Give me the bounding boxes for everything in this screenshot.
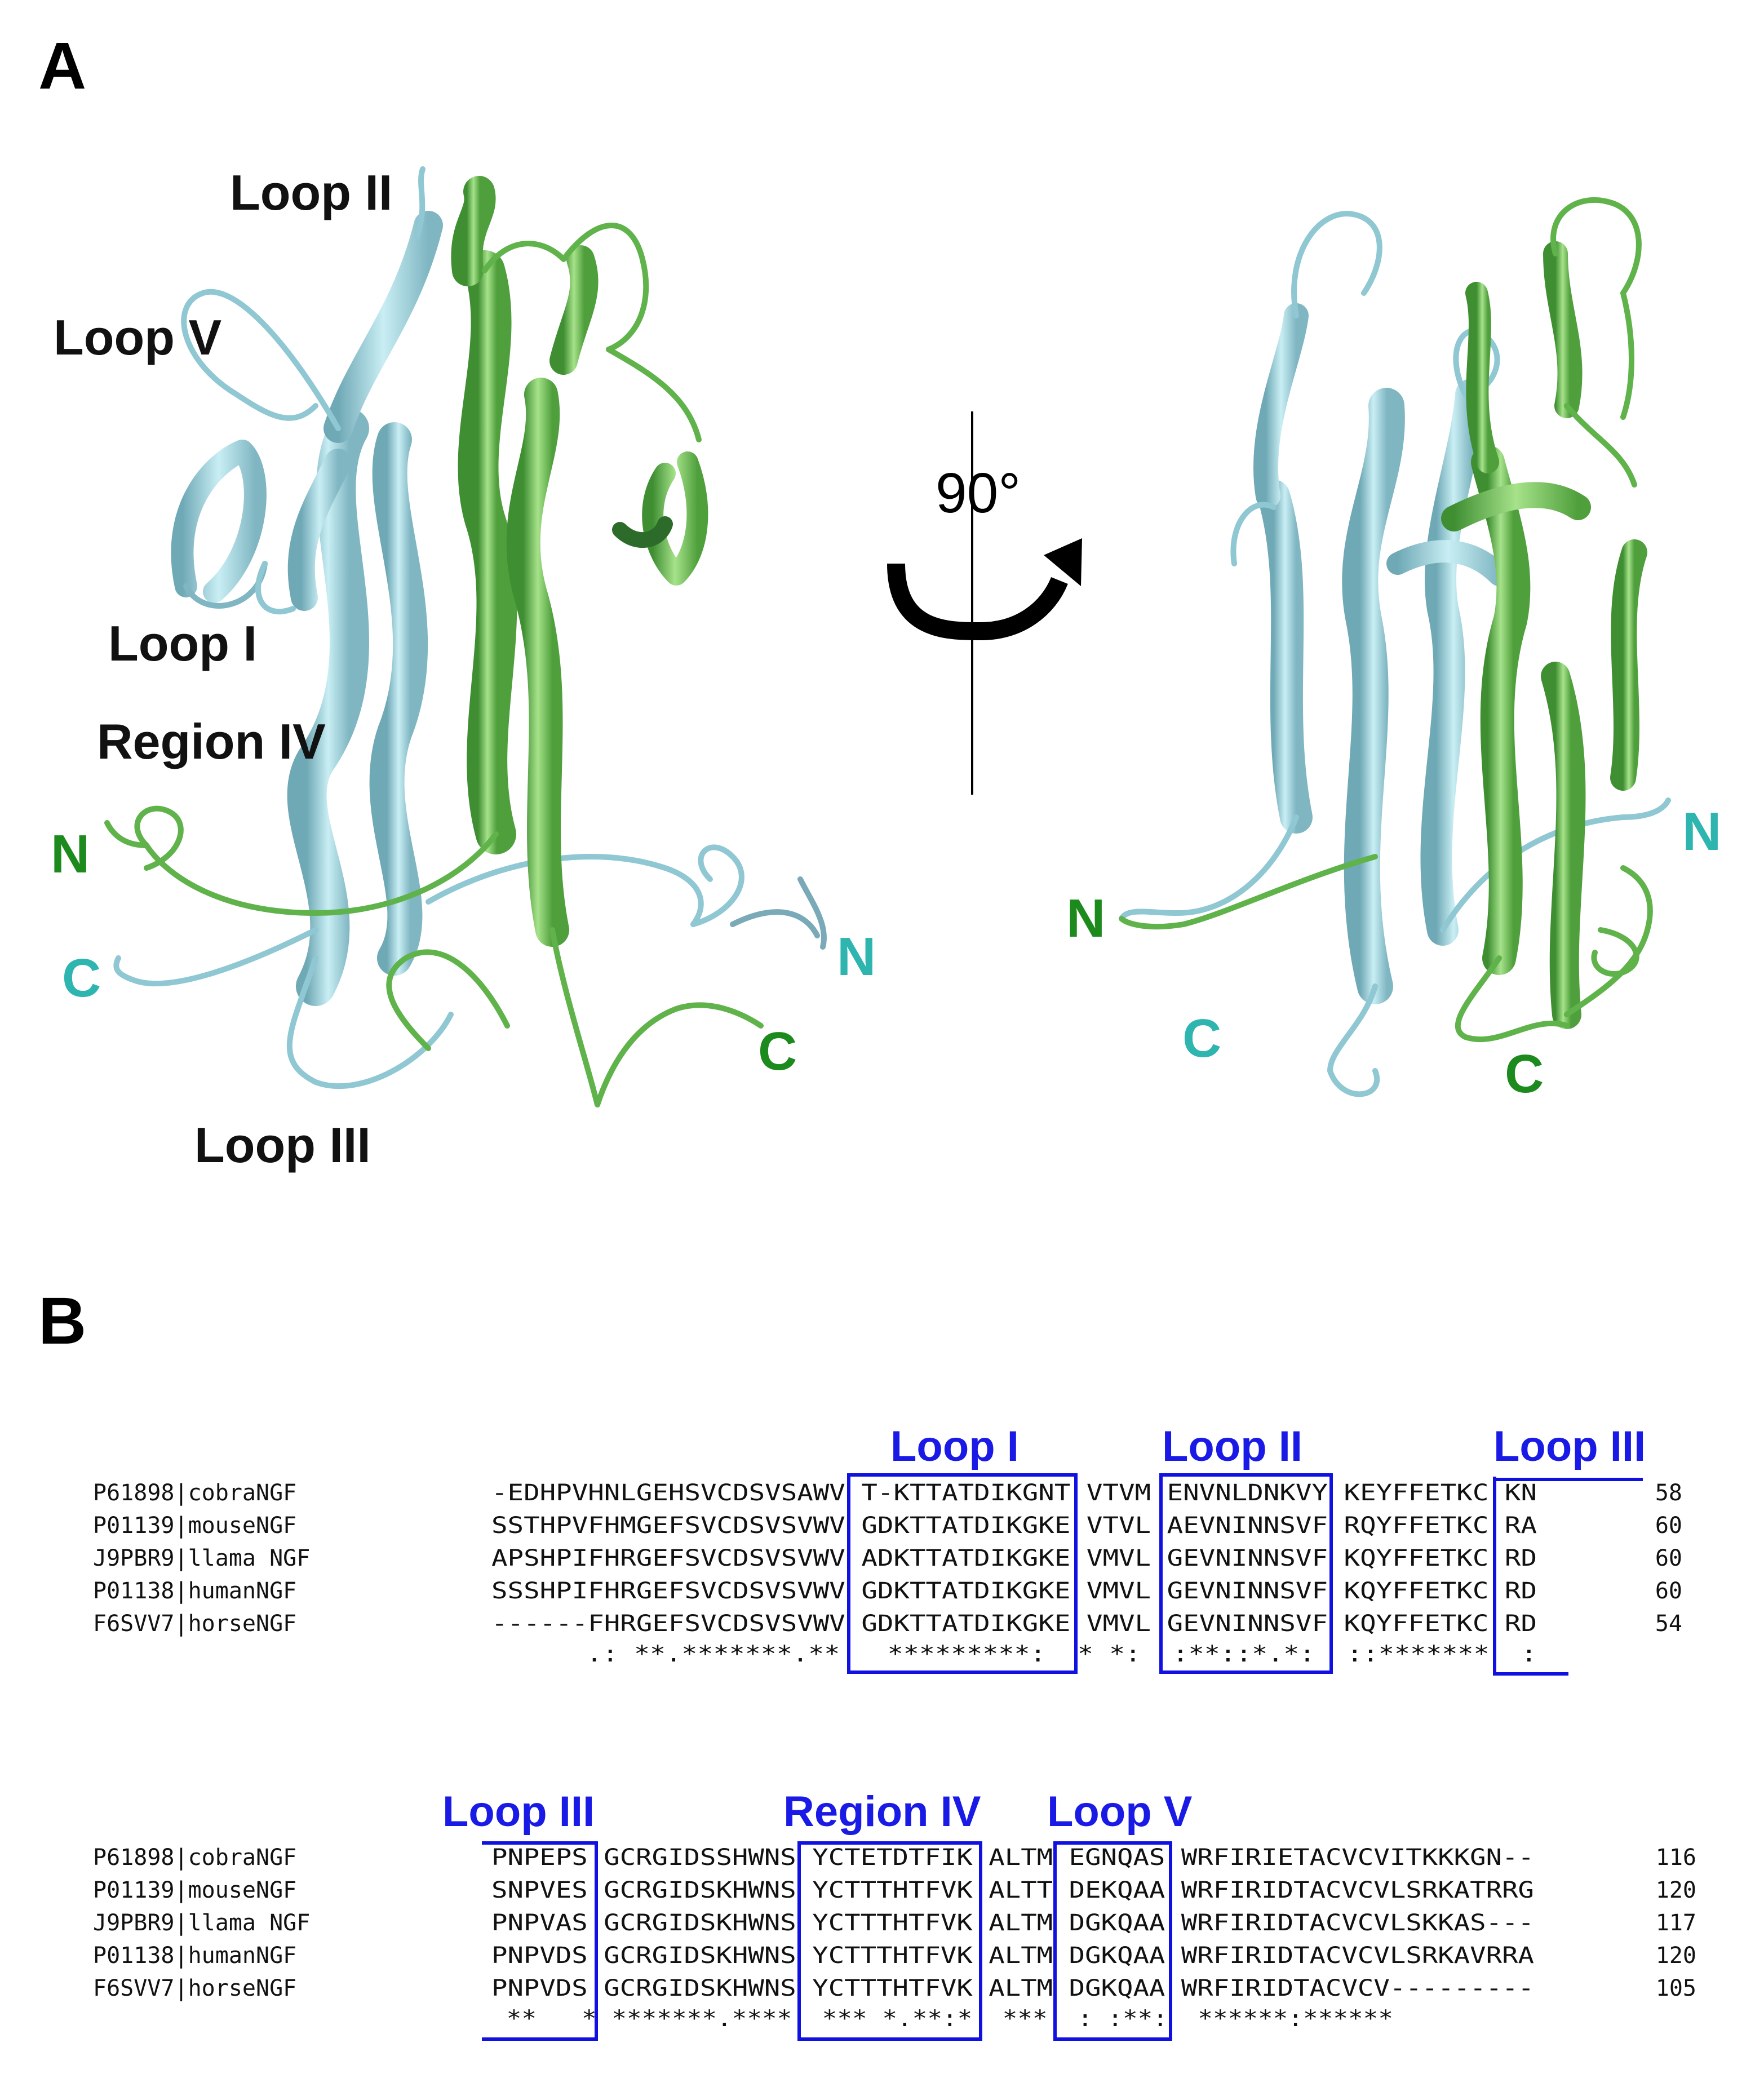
- block2-consensus: ** * *******.**** *** *.**:* *** : :**: …: [491, 2006, 1393, 2032]
- rotation-arrow-head-icon: [1044, 538, 1082, 586]
- block1-sequence: SSSHPIFHRGEFSVCDSVSVWV GDKTTATDIKGKE VMV…: [491, 1578, 1537, 1604]
- block2-loop-5-box: [1053, 1841, 1172, 2041]
- block1-numbers: 58 60 60 60 54: [1655, 1480, 1682, 1637]
- block2-id: J9PBR9|llama NGF: [93, 1910, 310, 1936]
- block1-id: P01138|humanNGF: [93, 1578, 296, 1604]
- block1-id: P61898|cobraNGF: [93, 1480, 296, 1506]
- block1-title-loop-3: Loop III: [1493, 1423, 1646, 1470]
- block1-id: F6SVV7|horseNGF: [93, 1611, 296, 1637]
- block2-sequence: PNPEPS GCRGIDSSHWNS YCTETDTFIK ALTM EGNQ…: [491, 1845, 1534, 1871]
- right-n-terminus-cyan: N: [1682, 801, 1722, 862]
- block2-id: F6SVV7|horseNGF: [93, 1975, 296, 2001]
- block2-region-4-box: [797, 1841, 982, 2041]
- block1-loop-2-box: [1159, 1473, 1333, 1674]
- block2-loop-3-bracket: [482, 1841, 598, 2041]
- left-n-terminus-green: N: [51, 824, 90, 884]
- block2-sequences: PNPEPS GCRGIDSSHWNS YCTETDTFIK ALTM EGNQ…: [491, 1845, 1534, 2032]
- block2-position: 105: [1656, 1975, 1696, 2001]
- left-c-terminus-green: C: [758, 1021, 797, 1082]
- block2-numbers: 116 120 117 120 105: [1656, 1845, 1696, 2001]
- label-region-4: Region IV: [97, 714, 326, 769]
- left-structure-green-chain: [104, 176, 764, 1107]
- rotation-arrow-arc: [887, 563, 1068, 641]
- block1-title-loop-2: Loop II: [1162, 1423, 1302, 1470]
- block2-position: 116: [1656, 1845, 1696, 1871]
- block1-position: 60: [1655, 1578, 1682, 1604]
- block1-position: 60: [1655, 1545, 1682, 1571]
- block1-position: 58: [1655, 1480, 1682, 1506]
- block2-title-loop-3: Loop III: [442, 1788, 595, 1836]
- panel-a-label: A: [38, 29, 87, 103]
- rotation-angle-label: 90°: [936, 462, 1021, 525]
- block1-sequences: -EDHPVHNLGEHSVCDSVSAWV T-KTTATDIKGNT VTV…: [491, 1480, 1537, 1667]
- block2-sequence: PNPVDS GCRGIDSKHWNS YCTTTHTFVK ALTM DGKQ…: [491, 1943, 1534, 1969]
- block1-sequence: -EDHPVHNLGEHSVCDSVSAWV T-KTTATDIKGNT VTV…: [491, 1480, 1537, 1506]
- label-loop-3: Loop III: [194, 1117, 371, 1173]
- block2-position: 117: [1656, 1910, 1696, 1936]
- block1-sequence: SSTHPVFHMGEFSVCDSVSVWV GDKTTATDIKGKE VTV…: [491, 1513, 1537, 1539]
- label-loop-1: Loop I: [108, 615, 257, 671]
- block2-title-region-4: Region IV: [783, 1788, 981, 1836]
- block1-sequence: ------FHRGEFSVCDSVSVWV GDKTTATDIKGKE VMV…: [491, 1611, 1537, 1637]
- panel-b-label: B: [38, 1284, 87, 1358]
- rotation-indicator: [887, 411, 1082, 795]
- block2-id: P61898|cobraNGF: [93, 1845, 296, 1871]
- block2-id: P01138|humanNGF: [93, 1943, 296, 1969]
- block2-sequence: SNPVES GCRGIDSKHWNS YCTTTHTFVK ALTT DEKQ…: [491, 1877, 1534, 1903]
- label-loop-5: Loop V: [54, 309, 222, 365]
- block1-sequence: APSHPIFHRGEFSVCDSVSVWV ADKTTATDIKGKE VMV…: [491, 1545, 1537, 1571]
- right-c-terminus-green: C: [1505, 1044, 1544, 1104]
- block2-position: 120: [1656, 1877, 1696, 1903]
- block2-sequence: PNPVAS GCRGIDSKHWNS YCTTTHTFVK ALTM DGKQ…: [491, 1910, 1534, 1936]
- block1-id: J9PBR9|llama NGF: [93, 1545, 310, 1571]
- block1-position: 60: [1655, 1513, 1682, 1539]
- right-n-terminus-green: N: [1066, 888, 1106, 949]
- block1-loop-1-box: [847, 1473, 1078, 1674]
- right-structure-green-chain: [1119, 197, 1653, 1043]
- block1-ids: P61898|cobraNGF P01139|mouseNGF J9PBR9|l…: [93, 1480, 310, 1637]
- block2-position: 120: [1656, 1943, 1696, 1969]
- block1-consensus: .: **.*******.** *********: * *: :**::*.…: [491, 1641, 1537, 1667]
- left-n-terminus-cyan: N: [837, 927, 876, 987]
- block1-id: P01139|mouseNGF: [93, 1513, 296, 1539]
- block2-title-loop-5: Loop V: [1047, 1788, 1193, 1836]
- right-c-terminus-cyan: C: [1182, 1008, 1222, 1069]
- block2-ids: P61898|cobraNGF P01139|mouseNGF J9PBR9|l…: [93, 1845, 310, 2001]
- block1-title-loop-1: Loop I: [890, 1423, 1019, 1470]
- block2-id: P01139|mouseNGF: [93, 1877, 296, 1903]
- left-c-terminus-cyan: C: [62, 948, 101, 1008]
- block2-sequence: PNPVDS GCRGIDSKHWNS YCTTTHTFVK ALTM DGKQ…: [491, 1975, 1534, 2001]
- label-loop-2: Loop II: [230, 165, 393, 220]
- block1-position: 54: [1655, 1611, 1682, 1637]
- left-structure-cyan-chain: [113, 166, 827, 1089]
